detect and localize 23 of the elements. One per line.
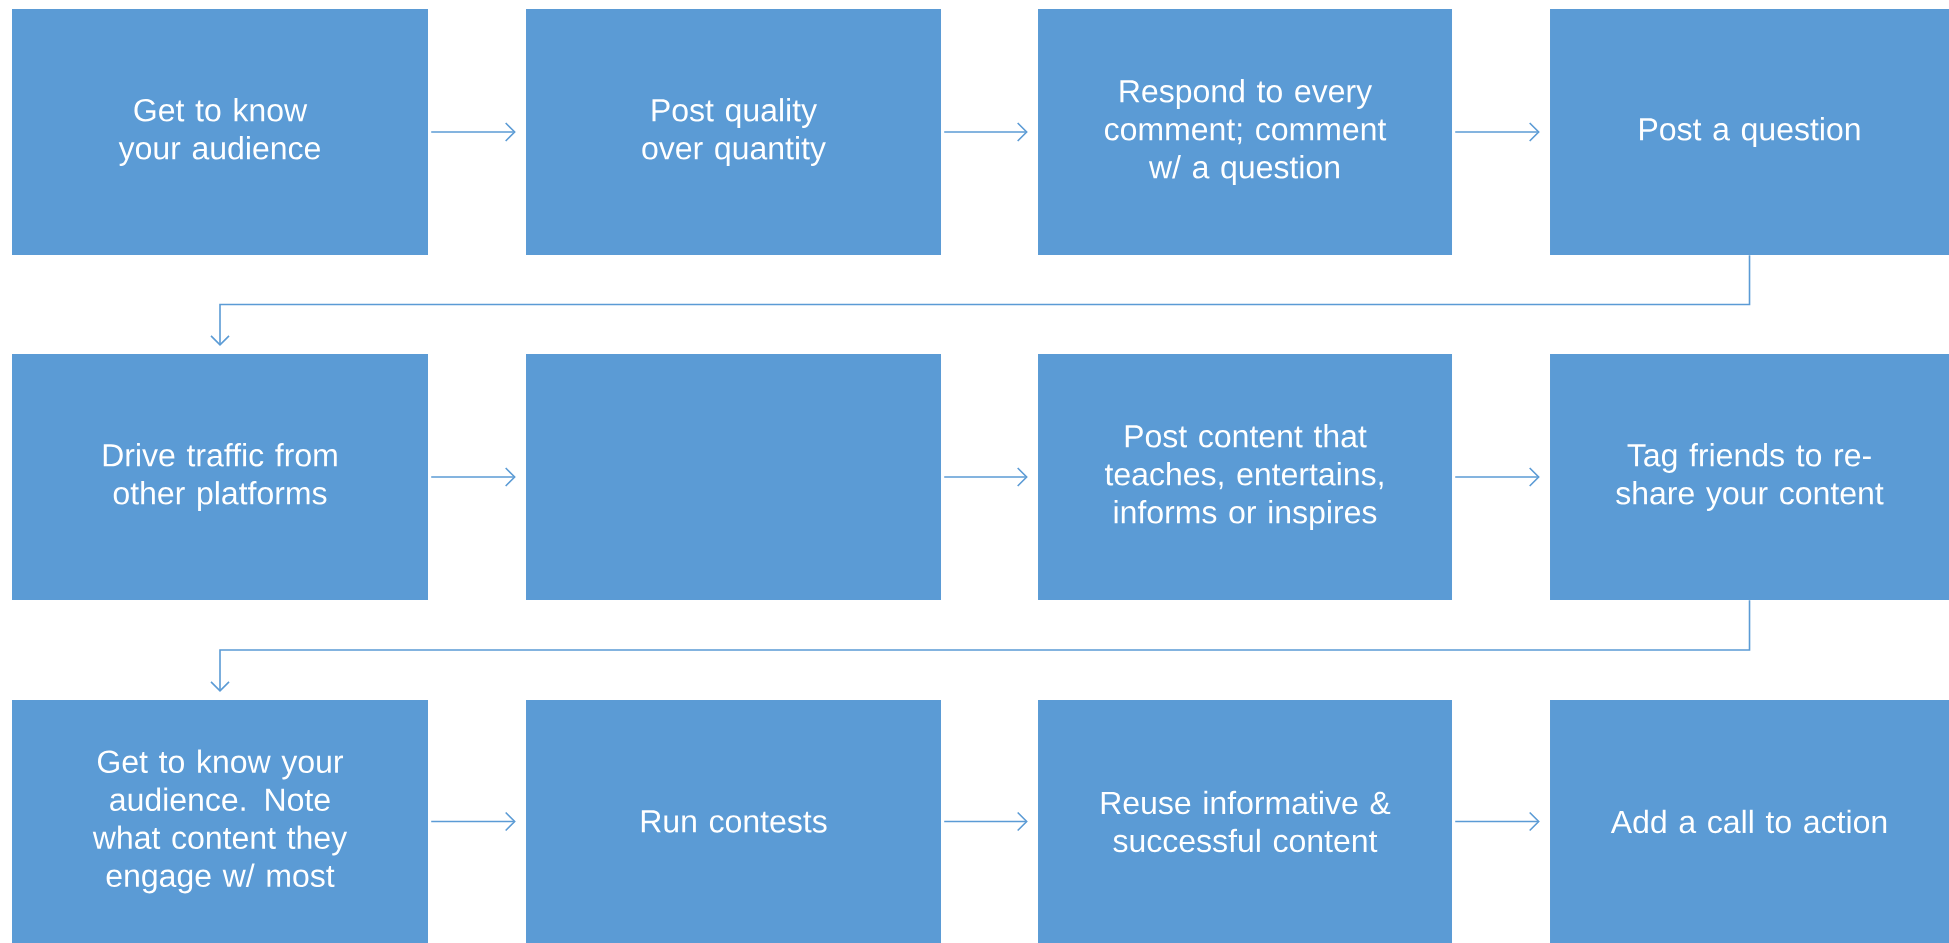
process-box: Get to know your audience. Note what content they engage w/ most bbox=[12, 700, 428, 943]
empty-box bbox=[526, 354, 941, 600]
arrow bbox=[210, 254, 1751, 346]
arrow bbox=[1454, 811, 1540, 832]
process-box: Tag friends to re-share your content bbox=[1550, 354, 1949, 600]
arrow bbox=[430, 811, 516, 832]
arrow bbox=[1454, 122, 1540, 142]
arrow bbox=[943, 811, 1028, 832]
arrow bbox=[430, 122, 516, 142]
process-box: Post content that teaches, entertains, informs or inspires bbox=[1038, 354, 1452, 600]
arrow bbox=[943, 467, 1028, 487]
process-box: Post a question bbox=[1550, 9, 1949, 255]
process-box: Post quality over quantity bbox=[526, 9, 941, 255]
process-box: Drive traffic from other platforms bbox=[12, 354, 428, 600]
arrow bbox=[430, 467, 516, 487]
arrow bbox=[1454, 467, 1540, 487]
arrow bbox=[943, 122, 1028, 142]
process-box: Run contests bbox=[526, 700, 941, 943]
process-box: Reuse informative & successful content bbox=[1038, 700, 1452, 943]
process-box: Respond to every comment; comment w/ a question bbox=[1038, 9, 1452, 255]
process-box: Get to know your audience bbox=[12, 9, 428, 255]
arrow bbox=[210, 599, 1751, 692]
process-box: Add a call to action bbox=[1550, 700, 1949, 943]
